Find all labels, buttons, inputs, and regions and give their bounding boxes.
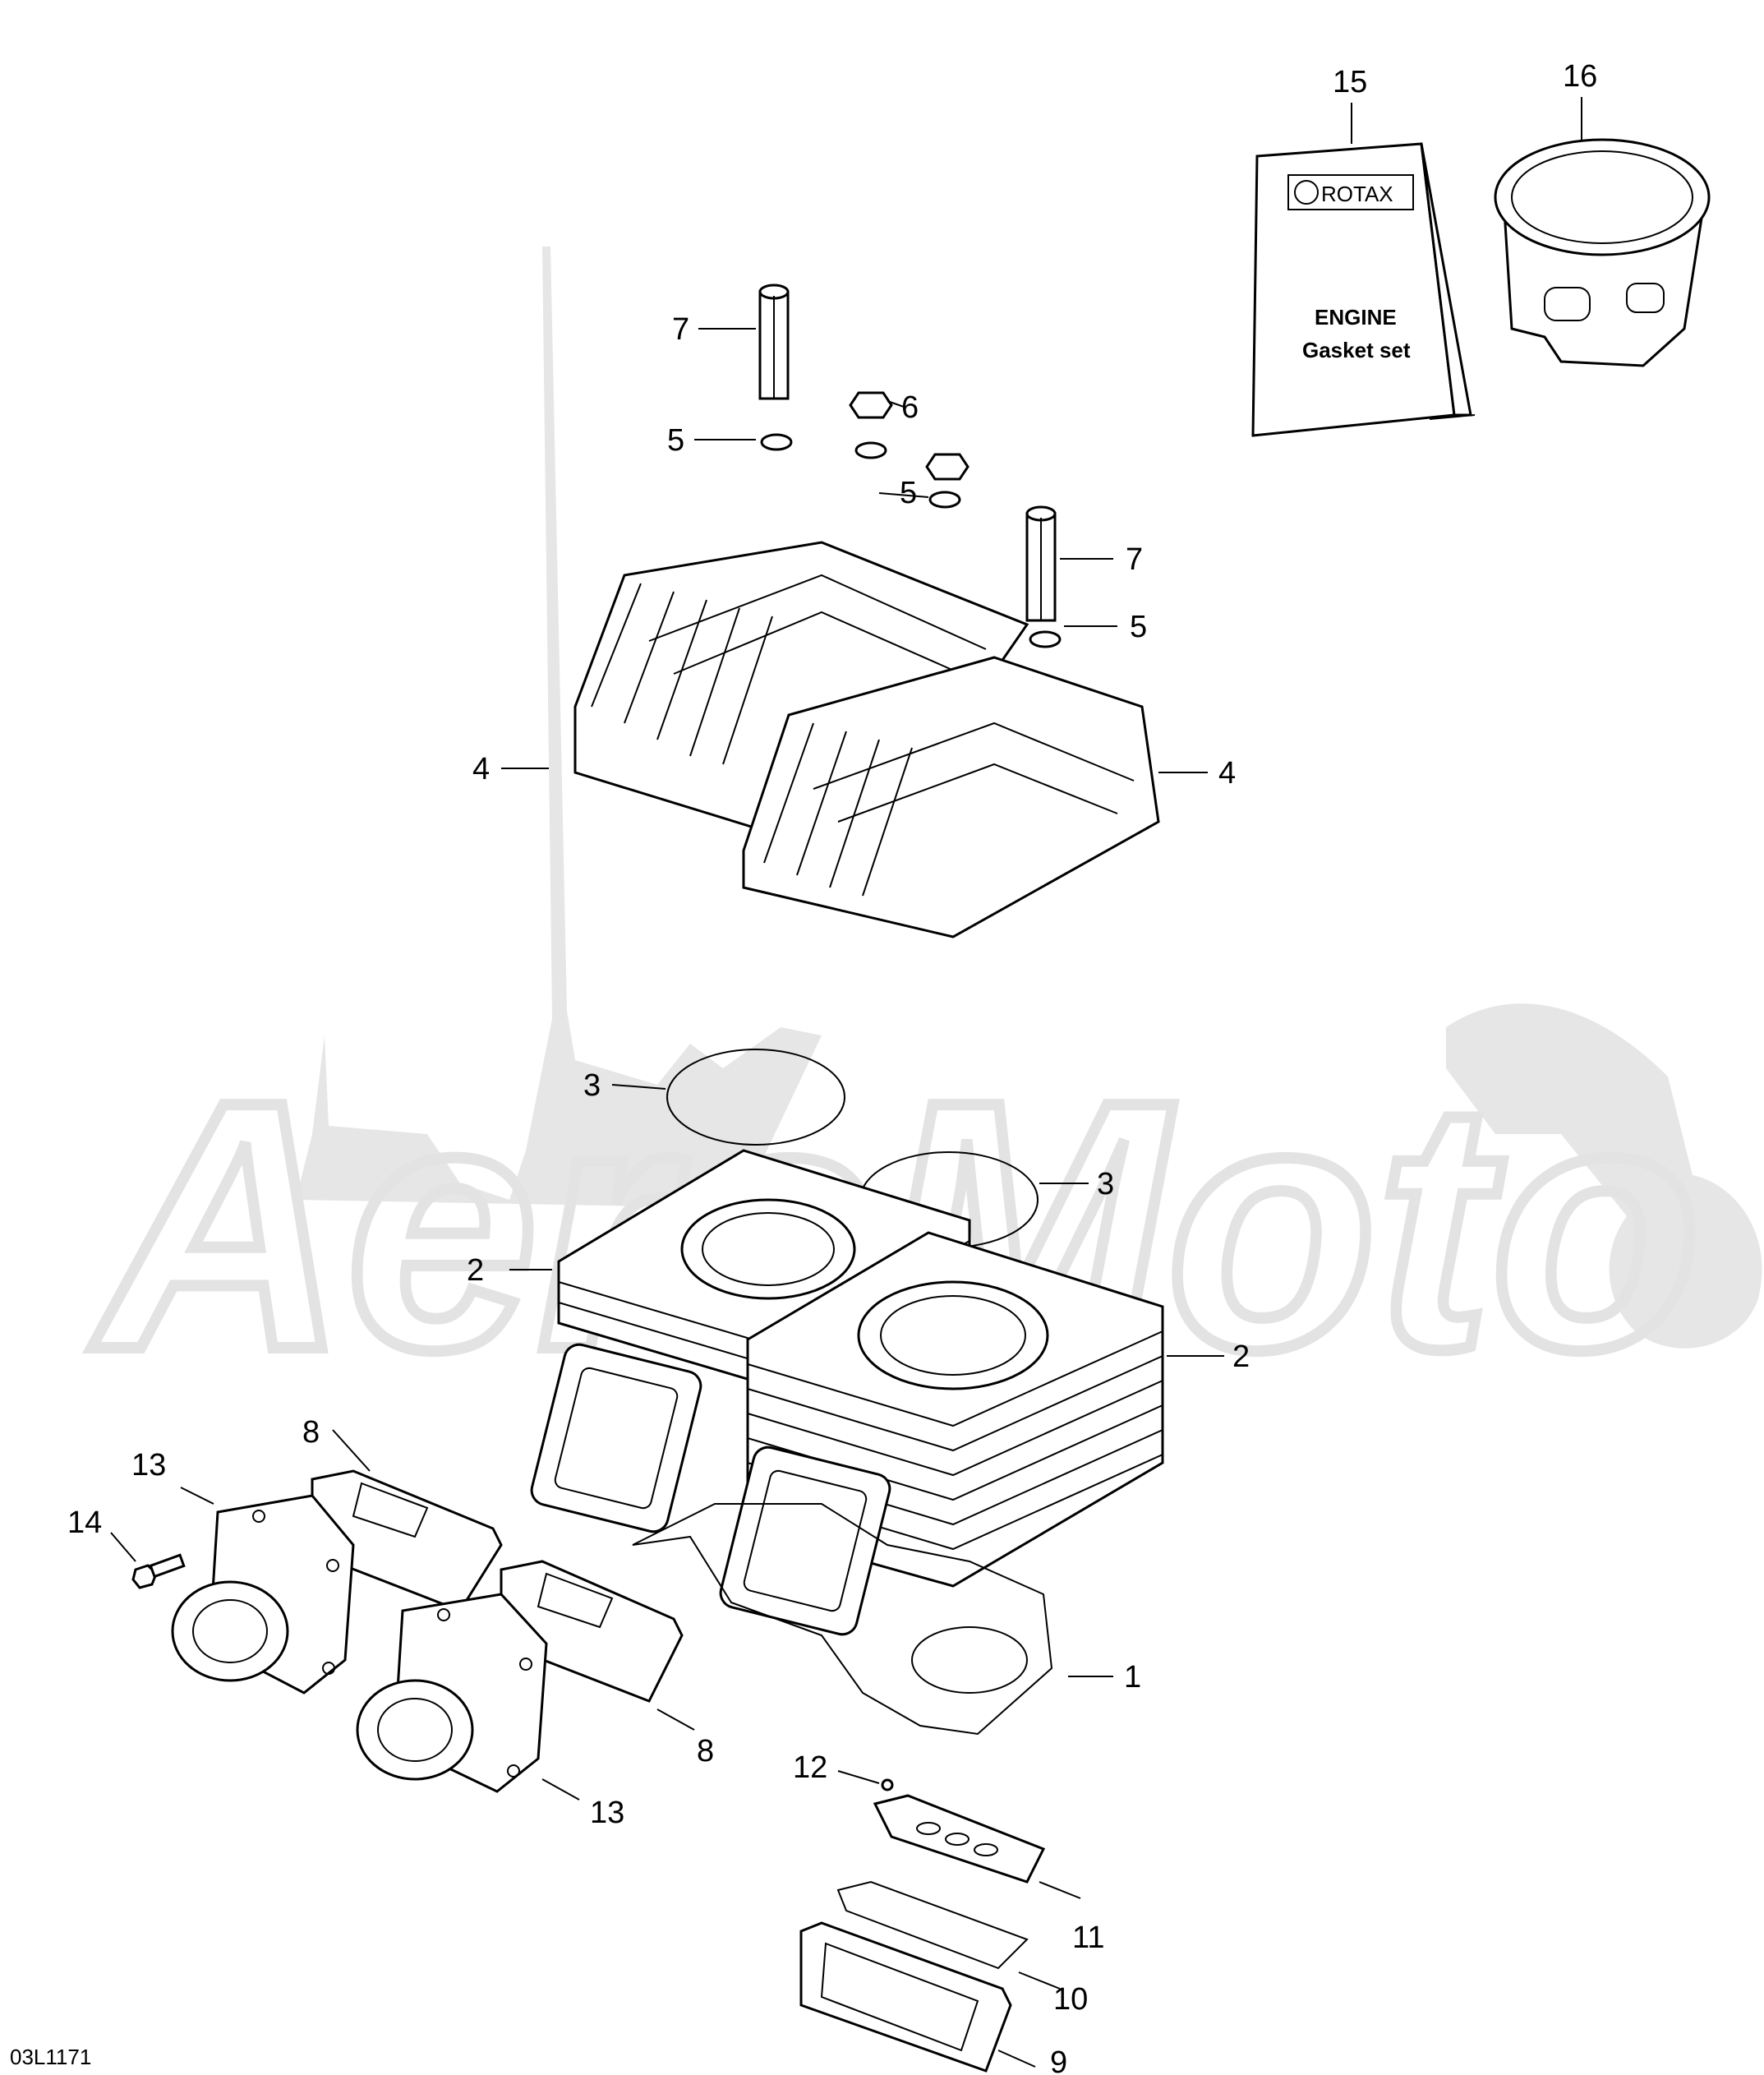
intake-manifold-lower <box>356 1593 548 1793</box>
callout-11: 11 <box>1072 1921 1104 1955</box>
callout-5-left: 5 <box>667 423 684 458</box>
callout-3-right: 3 <box>1097 1167 1114 1201</box>
spacer-left <box>758 284 790 400</box>
spacer-right <box>1025 505 1057 622</box>
callouts: 1 2 2 3 3 4 4 5 5 5 6 7 7 8 8 9 10 11 12… <box>67 59 1597 2075</box>
callout-9: 9 <box>1050 2045 1067 2075</box>
reed-stopper <box>873 1794 1046 1884</box>
callout-15: 15 <box>1333 65 1367 99</box>
callout-4-left: 4 <box>472 752 490 786</box>
cylinder-sleeve <box>1494 138 1711 367</box>
callout-13-upper: 13 <box>131 1448 166 1482</box>
washers <box>760 433 1062 648</box>
callout-1: 1 <box>1124 1660 1141 1695</box>
cylinder-right <box>530 1231 1164 1636</box>
reed-cage <box>799 1921 1012 2073</box>
intake-manifold-upper <box>171 1494 355 1695</box>
callout-7-right: 7 <box>1126 542 1143 577</box>
cylinder-head-right <box>742 656 1160 938</box>
base-gasket <box>632 1503 1053 1736</box>
callout-6: 6 <box>901 390 919 425</box>
nuts <box>849 391 970 481</box>
callout-2-left: 2 <box>467 1253 484 1288</box>
callout-3-left: 3 <box>583 1068 601 1103</box>
callout-16: 16 <box>1563 59 1597 94</box>
leader-lines <box>110 97 1582 2068</box>
callout-13-lower: 13 <box>590 1796 624 1830</box>
booklet-brand: ROTAX <box>1321 182 1393 206</box>
callout-8-lower: 8 <box>697 1734 714 1768</box>
diagram-code: 03L1171 <box>10 2045 91 2069</box>
callout-5-right: 5 <box>1130 610 1147 644</box>
callout-14: 14 <box>67 1506 102 1540</box>
callout-12: 12 <box>793 1750 827 1785</box>
callout-10: 10 <box>1053 1982 1088 2017</box>
booklet-title-line2: Gasket set <box>1302 338 1411 362</box>
callout-7-left: 7 <box>672 312 689 347</box>
bolt <box>131 1553 186 1589</box>
callout-2-right: 2 <box>1232 1340 1250 1374</box>
booklet-title-line1: ENGINE <box>1315 305 1397 330</box>
callout-5-middle: 5 <box>900 476 917 510</box>
reed-screw <box>881 1778 894 1791</box>
callout-4-right: 4 <box>1218 756 1236 791</box>
gasket-set-booklet: ROTAX ENGINE Gasket set <box>1251 142 1476 437</box>
callout-8-upper: 8 <box>302 1415 320 1450</box>
reed-petal <box>836 1880 1029 1970</box>
